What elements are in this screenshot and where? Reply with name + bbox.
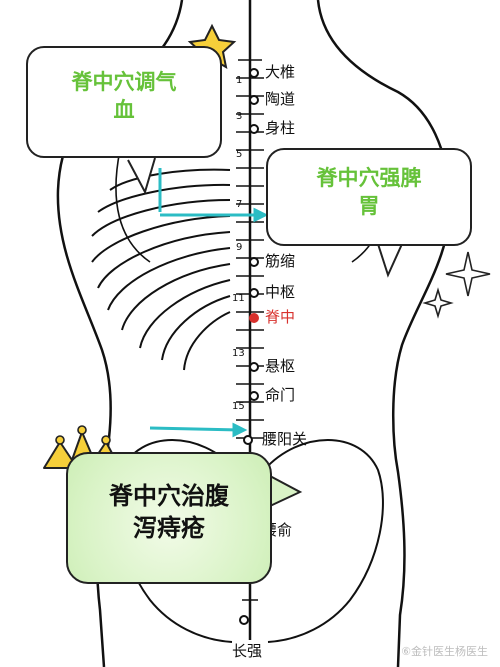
callout-top-left-line1: 脊中穴调气 [71,70,177,94]
callout-top-left: 脊中穴调气 血 [26,46,222,158]
acupoint-label-yaoyangguan: 腰阳关 [262,430,308,448]
vertebra-number: 7 [236,199,243,210]
callout-right-line2: 胃 [358,194,380,219]
right-bubble-tail [377,243,403,278]
acupoint-label-jinsuo: 筋缩 [265,252,296,270]
callout-right: 脊中穴强脾 胃 [266,148,472,246]
callout-right-line1: 脊中穴强脾 [316,166,422,190]
acupoint-label-shenzhu: 身柱 [265,119,296,137]
pelvis-right [263,439,384,643]
vertebra-number: 1 [236,75,243,86]
acupoint-label-jizhong: 脊中 [265,308,296,326]
vertebra-number: 9 [236,242,243,253]
vertebra-number: 15 [232,401,245,412]
callout-bottom-left-line1: 脊中穴治腹 [109,482,229,510]
acupoint-label-zhongshu: 中枢 [265,283,296,301]
top-left-bubble-tail [127,157,156,195]
bottom-bubble-tail [269,475,303,507]
acupoint-label-mingmen: 命门 [265,386,296,404]
callout-bottom-left: 脊中穴治腹 泻痔疮 [66,452,272,584]
pointer-lines [149,168,269,438]
watermark: ⑥金针医生杨医生 [401,645,488,658]
jizhong-marker [249,313,259,323]
vertebra-number: 11 [232,293,245,304]
acupoint-label-changqiang: 长强 [232,642,263,660]
vertebra-number: 13 [232,348,245,359]
acupoint-label-dazhui: 大椎 [265,63,296,81]
torso-outline-right [316,0,452,667]
vertebra-number: 3 [236,111,243,122]
sparkle-icon [445,251,491,297]
vertebra-number: 5 [236,149,243,160]
sparkle-small-icon [422,287,454,319]
callout-top-left-line2: 血 [113,98,135,123]
callout-bottom-left-line2: 泻痔疮 [133,514,205,543]
acupoint-label-taodao: 陶道 [265,90,296,108]
acupoint-label-xuanshu: 悬枢 [265,357,296,375]
